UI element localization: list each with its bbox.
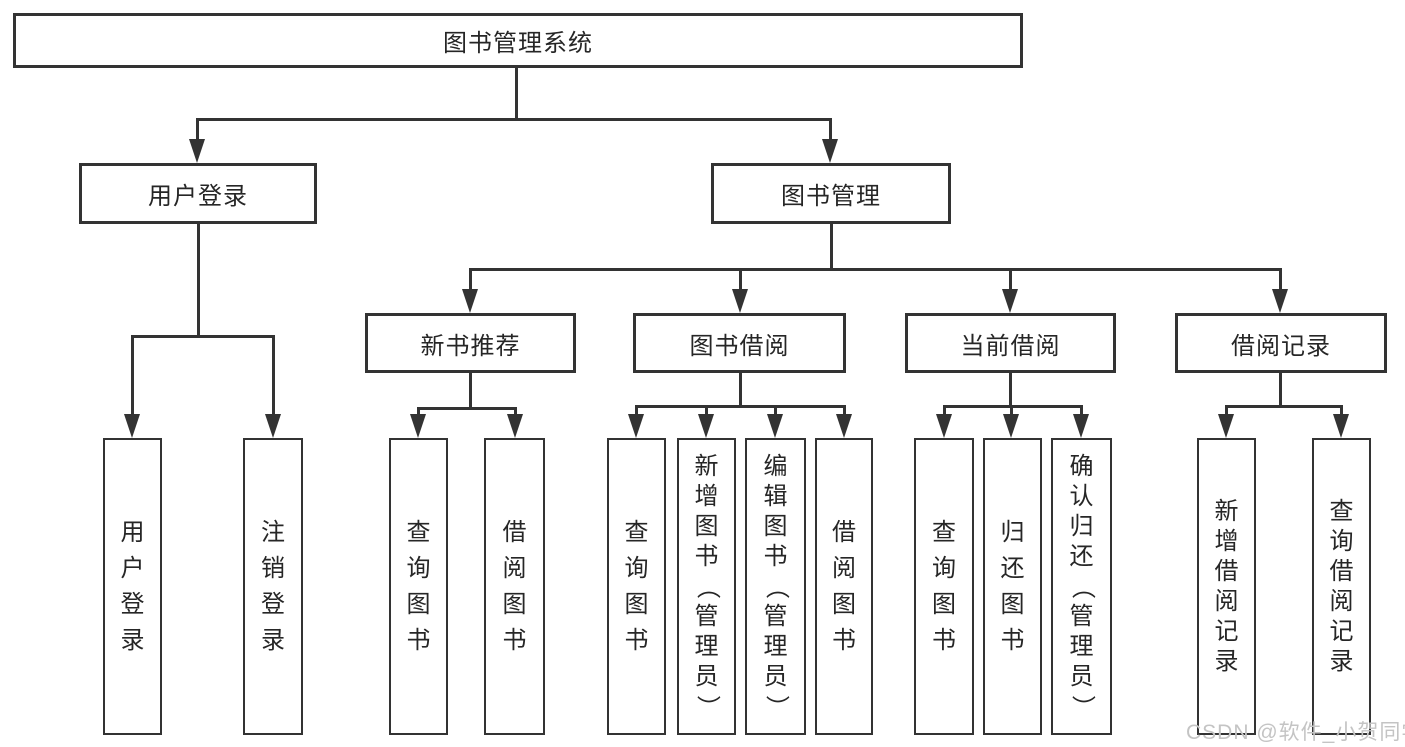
connector-stem-book-mgmt [829, 118, 832, 143]
connector-level3-bus [469, 268, 1282, 271]
node-user-login: 用户登录 [79, 163, 317, 224]
connector-stem-rc1 [1225, 405, 1228, 420]
arrowhead-rc2 [1333, 414, 1349, 438]
connector-current-bus [943, 405, 1083, 408]
connector-root-drop [515, 68, 518, 121]
connector-records-drop [1279, 372, 1282, 406]
connector-stem-borrow [739, 268, 742, 293]
leaf-return-books: 归还图书 [983, 438, 1042, 735]
connector-records-bus [1225, 405, 1343, 408]
connector-borrow-drop [739, 372, 742, 406]
connector-stem-bw4 [843, 405, 846, 420]
connector-stem-new-book [469, 268, 472, 293]
connector-stem-bw1 [635, 405, 638, 420]
leaf-edit-book-admin: 编辑图书（管理员） [745, 438, 806, 735]
arrowhead-cb1 [936, 414, 952, 438]
arrowhead-bw2 [698, 414, 714, 438]
arrowhead-leaf-logout [265, 414, 281, 438]
connector-stem-records [1279, 268, 1282, 293]
connector-level2-bus [196, 118, 832, 121]
node-new-book-recommend: 新书推荐 [365, 313, 576, 373]
arrowhead-cb3 [1073, 414, 1089, 438]
arrowhead-bw4 [836, 414, 852, 438]
leaf-logout: 注销登录 [243, 438, 303, 735]
leaf-borrow-books: 借阅图书 [815, 438, 873, 735]
csdn-watermark: CSDN @软件_小贺同学 [1186, 721, 1405, 744]
arrowhead-bw3 [767, 414, 783, 438]
arrowhead-new-book [462, 289, 478, 313]
connector-stem-bw3 [774, 405, 777, 420]
connector-new-book-bus [417, 407, 517, 410]
arrowhead-bw1 [628, 414, 644, 438]
arrowhead-borrow [732, 289, 748, 313]
arrowhead-user-login [189, 139, 205, 163]
connector-user-login-bus [131, 335, 275, 338]
arrowhead-leaf-login [124, 414, 140, 438]
arrowhead-rc1 [1218, 414, 1234, 438]
node-root-library-system: 图书管理系统 [13, 13, 1023, 68]
leaf-borrow-books-recommend: 借阅图书 [484, 438, 545, 735]
connector-borrow-bus [635, 405, 845, 408]
connector-user-login-drop [197, 223, 200, 338]
leaf-confirm-return-admin: 确认归还（管理员） [1051, 438, 1112, 735]
arrowhead-book-mgmt [822, 139, 838, 163]
arrowhead-current [1002, 289, 1018, 313]
connector-stem-current [1009, 268, 1012, 293]
connector-stem-user-login [196, 118, 199, 143]
arrowhead-cb2 [1003, 414, 1019, 438]
connector-stem-cb2 [1010, 405, 1013, 420]
arrowhead-nb1 [410, 414, 426, 438]
leaf-query-borrow-record: 查询借阅记录 [1312, 438, 1371, 735]
leaf-user-login: 用户登录 [103, 438, 162, 735]
arrowhead-nb2 [507, 414, 523, 438]
connector-stem-nb2 [514, 407, 517, 420]
leaf-add-borrow-record: 新增借阅记录 [1197, 438, 1256, 735]
arrowhead-records [1272, 289, 1288, 313]
connector-stem-cb1 [943, 405, 946, 420]
node-current-borrow: 当前借阅 [905, 313, 1116, 373]
connector-current-drop [1009, 372, 1012, 406]
connector-stem-bw2 [705, 405, 708, 420]
node-book-management: 图书管理 [711, 163, 951, 224]
leaf-query-books-recommend: 查询图书 [389, 438, 448, 735]
connector-new-book-drop [469, 372, 472, 408]
leaf-add-book-admin: 新增图书（管理员） [677, 438, 736, 735]
leaf-query-books-borrow: 查询图书 [607, 438, 666, 735]
connector-stem-leaf-login [131, 335, 134, 420]
connector-book-mgmt-drop [830, 223, 833, 271]
connector-stem-rc2 [1340, 405, 1343, 420]
connector-stem-cb3 [1080, 405, 1083, 420]
node-borrow-records: 借阅记录 [1175, 313, 1387, 373]
connector-stem-leaf-logout [272, 335, 275, 420]
connector-stem-nb1 [417, 407, 420, 420]
leaf-query-books-current: 查询图书 [914, 438, 974, 735]
node-book-borrow: 图书借阅 [633, 313, 846, 373]
